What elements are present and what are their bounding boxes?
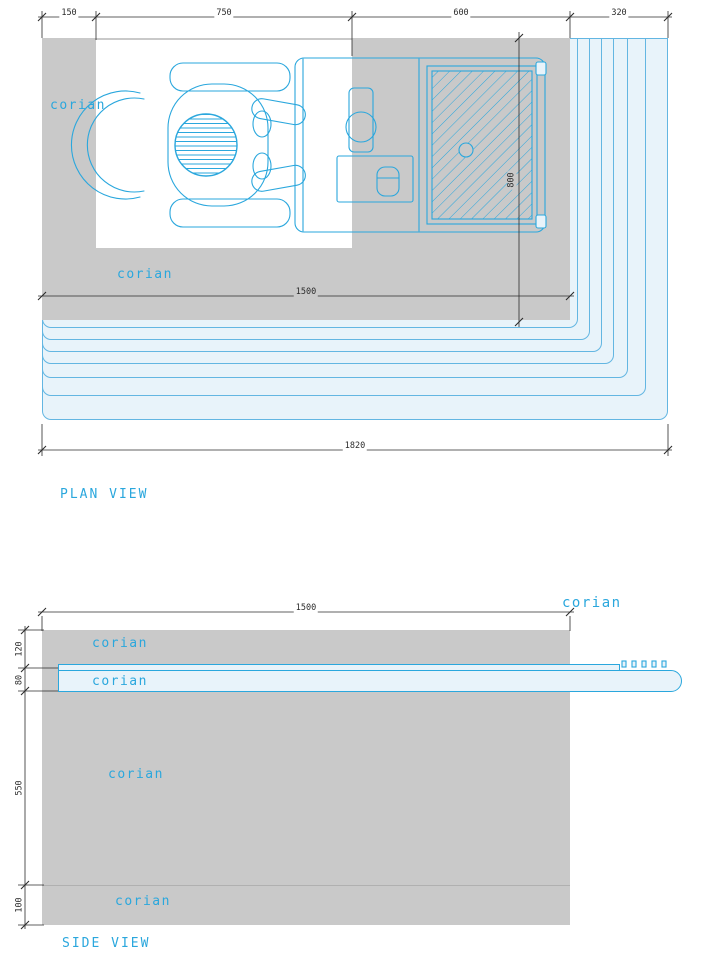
dim-text-320: 320 — [609, 8, 629, 18]
corian-label-plan-left: corian — [50, 98, 106, 113]
side-worktop-slab — [58, 670, 682, 692]
dim-text-600: 600 — [451, 8, 471, 18]
dim-text-150: 150 — [59, 8, 79, 18]
dim-text-800: 800 — [506, 170, 517, 190]
corian-label-side-topright: corian — [562, 595, 622, 611]
corian-label-side-base: corian — [115, 894, 171, 909]
dim-text-750: 750 — [214, 8, 234, 18]
dim-text-1500-plan: 1500 — [293, 287, 319, 297]
plan-view-title: PLAN VIEW — [60, 487, 149, 502]
corian-label-side-worktop: corian — [92, 674, 148, 689]
dim-text-1500-side: 1500 — [293, 603, 319, 613]
side-plinth-line — [42, 885, 570, 886]
dim-text-100: 100 — [14, 895, 25, 915]
corian-label-side-upper: corian — [92, 636, 148, 651]
corian-label-plan-bottom: corian — [117, 267, 173, 282]
plan-user-clearance-zone — [96, 40, 352, 248]
corian-label-side-body: corian — [108, 767, 164, 782]
side-view-title: SIDE VIEW — [62, 936, 151, 951]
dim-text-80: 80 — [14, 672, 25, 688]
dim-text-1820: 1820 — [342, 441, 368, 451]
dim-text-120: 120 — [14, 639, 25, 659]
slab-detail — [621, 660, 667, 668]
dim-text-550: 550 — [14, 778, 25, 798]
